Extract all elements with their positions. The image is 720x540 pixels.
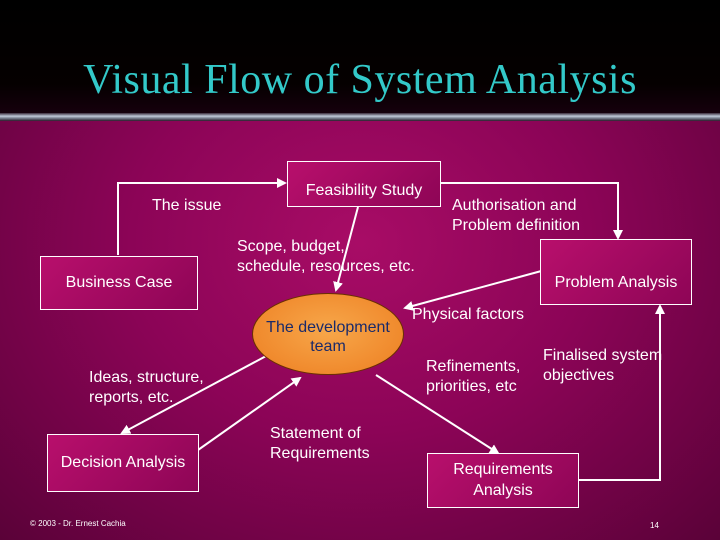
page-number: 14	[650, 521, 659, 530]
label-statement-1: Statement of	[270, 425, 361, 442]
arrow-refinements	[578, 370, 661, 481]
development-team-ellipse	[252, 293, 404, 375]
feasibility-study-box	[287, 161, 441, 207]
problem-analysis-label: Problem Analysis	[554, 274, 678, 291]
development-team-line-1: The development	[266, 319, 390, 336]
label-ideas-2: reports, etc.	[89, 389, 174, 406]
label-refinements-2: priorities, etc	[426, 378, 517, 395]
label-the-issue: The issue	[152, 197, 222, 214]
requirements-analysis-box	[427, 453, 579, 508]
arrow-scope	[333, 206, 359, 292]
label-scope-2: schedule, resources, etc.	[237, 258, 415, 275]
decision-analysis-label: Decision Analysis	[60, 454, 186, 471]
title-rule	[0, 113, 720, 121]
label-refinements-1: Refinements,	[426, 358, 521, 375]
arrow-statement	[197, 376, 302, 451]
slide-title: Visual Flow of System Analysis	[83, 57, 637, 103]
copyright-text: © 2003 - Dr. Ernest Cachia	[30, 519, 126, 528]
feasibility-study-label: Feasibility Study	[305, 182, 423, 199]
development-team-label: The development team	[252, 318, 404, 356]
label-authorisation-1: Authorisation and	[452, 197, 577, 214]
decision-analysis-box	[47, 434, 199, 492]
development-team-line-2: team	[310, 338, 346, 355]
arrow-issue	[117, 178, 287, 255]
arrow-ideas	[120, 354, 269, 434]
arrow-physical	[403, 269, 546, 311]
business-case-label: Business Case	[65, 274, 173, 291]
arrow-requirements	[375, 374, 500, 455]
requirements-analysis-label-2: Analysis	[473, 482, 533, 499]
label-scope-1: Scope, budget,	[237, 238, 345, 255]
label-physical-factors: Physical factors	[412, 306, 525, 323]
business-case-box	[40, 256, 198, 310]
title-band	[0, 0, 720, 120]
problem-analysis-box	[540, 239, 692, 305]
label-finalised-1: Finalised system	[543, 347, 663, 364]
requirements-analysis-label-1: Requirements	[453, 461, 553, 478]
label-finalised-2: objectives	[543, 367, 615, 384]
label-statement-2: Requirements	[270, 445, 370, 462]
arrow-authorisation	[441, 182, 623, 240]
label-ideas-1: Ideas, structure,	[89, 369, 204, 386]
label-authorisation-2: Problem definition	[452, 217, 581, 234]
